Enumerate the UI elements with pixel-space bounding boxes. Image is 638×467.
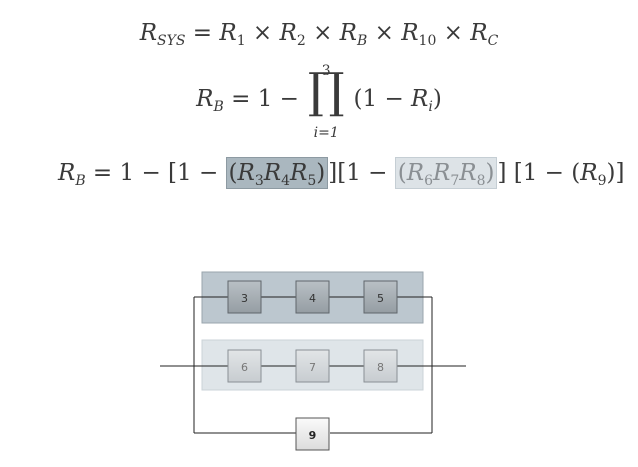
block-4: 4 <box>295 280 330 314</box>
block-8: 8 <box>363 349 398 383</box>
product-lower-limit: i=1 <box>313 125 339 141</box>
block-7: 7 <box>295 349 330 383</box>
block-6-label: 6 <box>241 361 248 374</box>
expanded-block-equation: RB = 1 − [1 − (R3R4R5)][1 − (R6R7R8)] [1… <box>58 157 624 189</box>
block-3: 3 <box>227 280 262 314</box>
parallel-block-product-equation: RB = 1 − 3 ∏ i=1 (1 − Ri) <box>196 61 442 141</box>
block-8-label: 8 <box>377 361 384 374</box>
block-5-label: 5 <box>377 292 384 305</box>
product-upper-limit: 3 <box>321 63 331 79</box>
block-4-label: 4 <box>309 292 316 305</box>
highlight-row2-term: (R6R7R8) <box>394 157 498 189</box>
highlight-row1-term: (R3R4R5) <box>225 157 329 189</box>
block-9-label: 9 <box>309 429 317 442</box>
block-3-label: 3 <box>241 292 248 305</box>
block-9: 9 <box>295 417 330 451</box>
system-reliability-equation: RSYS = R1 × R2 × RB × R10 × RC <box>139 20 499 49</box>
block-5: 5 <box>363 280 398 314</box>
block-7-label: 7 <box>309 361 316 374</box>
product-operator: 3 ∏ i=1 <box>307 61 345 141</box>
block-6: 6 <box>227 349 262 383</box>
